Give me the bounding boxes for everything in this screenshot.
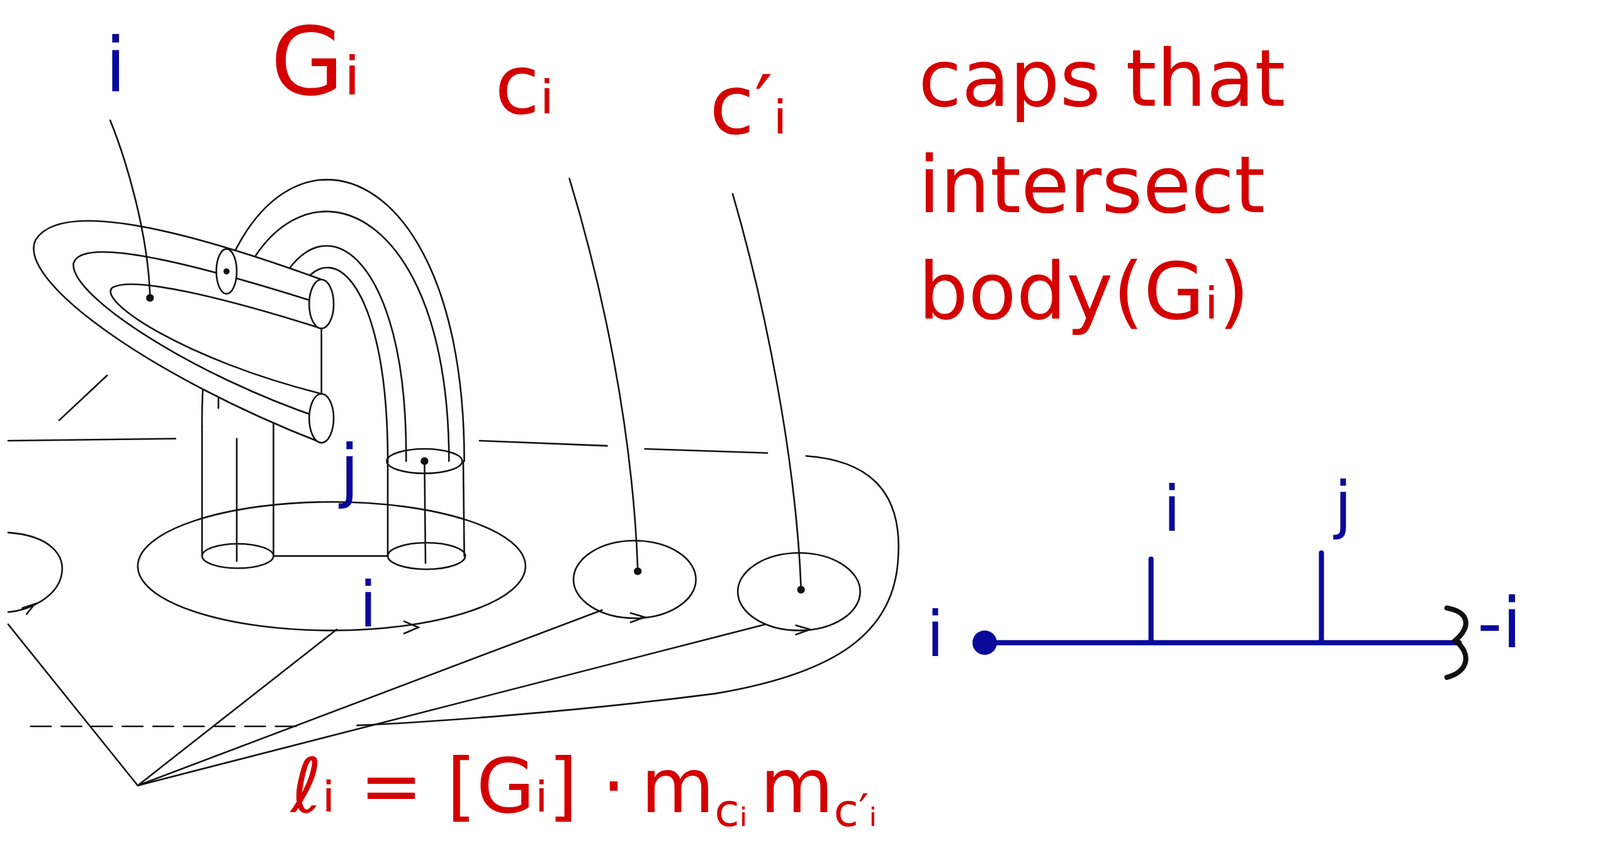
index-letter: -i bbox=[1477, 581, 1522, 665]
cap-name: cᵢ bbox=[494, 35, 555, 135]
cap-name: c′ᵢ bbox=[709, 56, 788, 155]
formula-subscript: cᵢ bbox=[714, 783, 748, 838]
surface-drawing bbox=[8, 120, 899, 786]
formula-subscript: c′ᵢ bbox=[833, 783, 877, 838]
index-letter: i bbox=[926, 596, 945, 673]
formula-text: m bbox=[760, 740, 834, 832]
formula-text: m bbox=[640, 740, 715, 832]
formula: ℓᵢ = [Gᵢ] ·mcᵢmc′ᵢ bbox=[290, 740, 877, 832]
index-letter: i bbox=[359, 567, 378, 643]
grope-name: Gᵢ bbox=[270, 5, 361, 119]
note-text: caps that intersect body(Gᵢ) bbox=[918, 25, 1435, 345]
index-letter: j bbox=[339, 428, 360, 512]
index-letter: i bbox=[105, 20, 126, 111]
index-letter: j bbox=[1334, 467, 1353, 543]
formula-text: ℓᵢ = [Gᵢ] · bbox=[290, 740, 626, 832]
index-letter: i bbox=[1163, 471, 1181, 547]
tree-diagram bbox=[972, 552, 1466, 678]
